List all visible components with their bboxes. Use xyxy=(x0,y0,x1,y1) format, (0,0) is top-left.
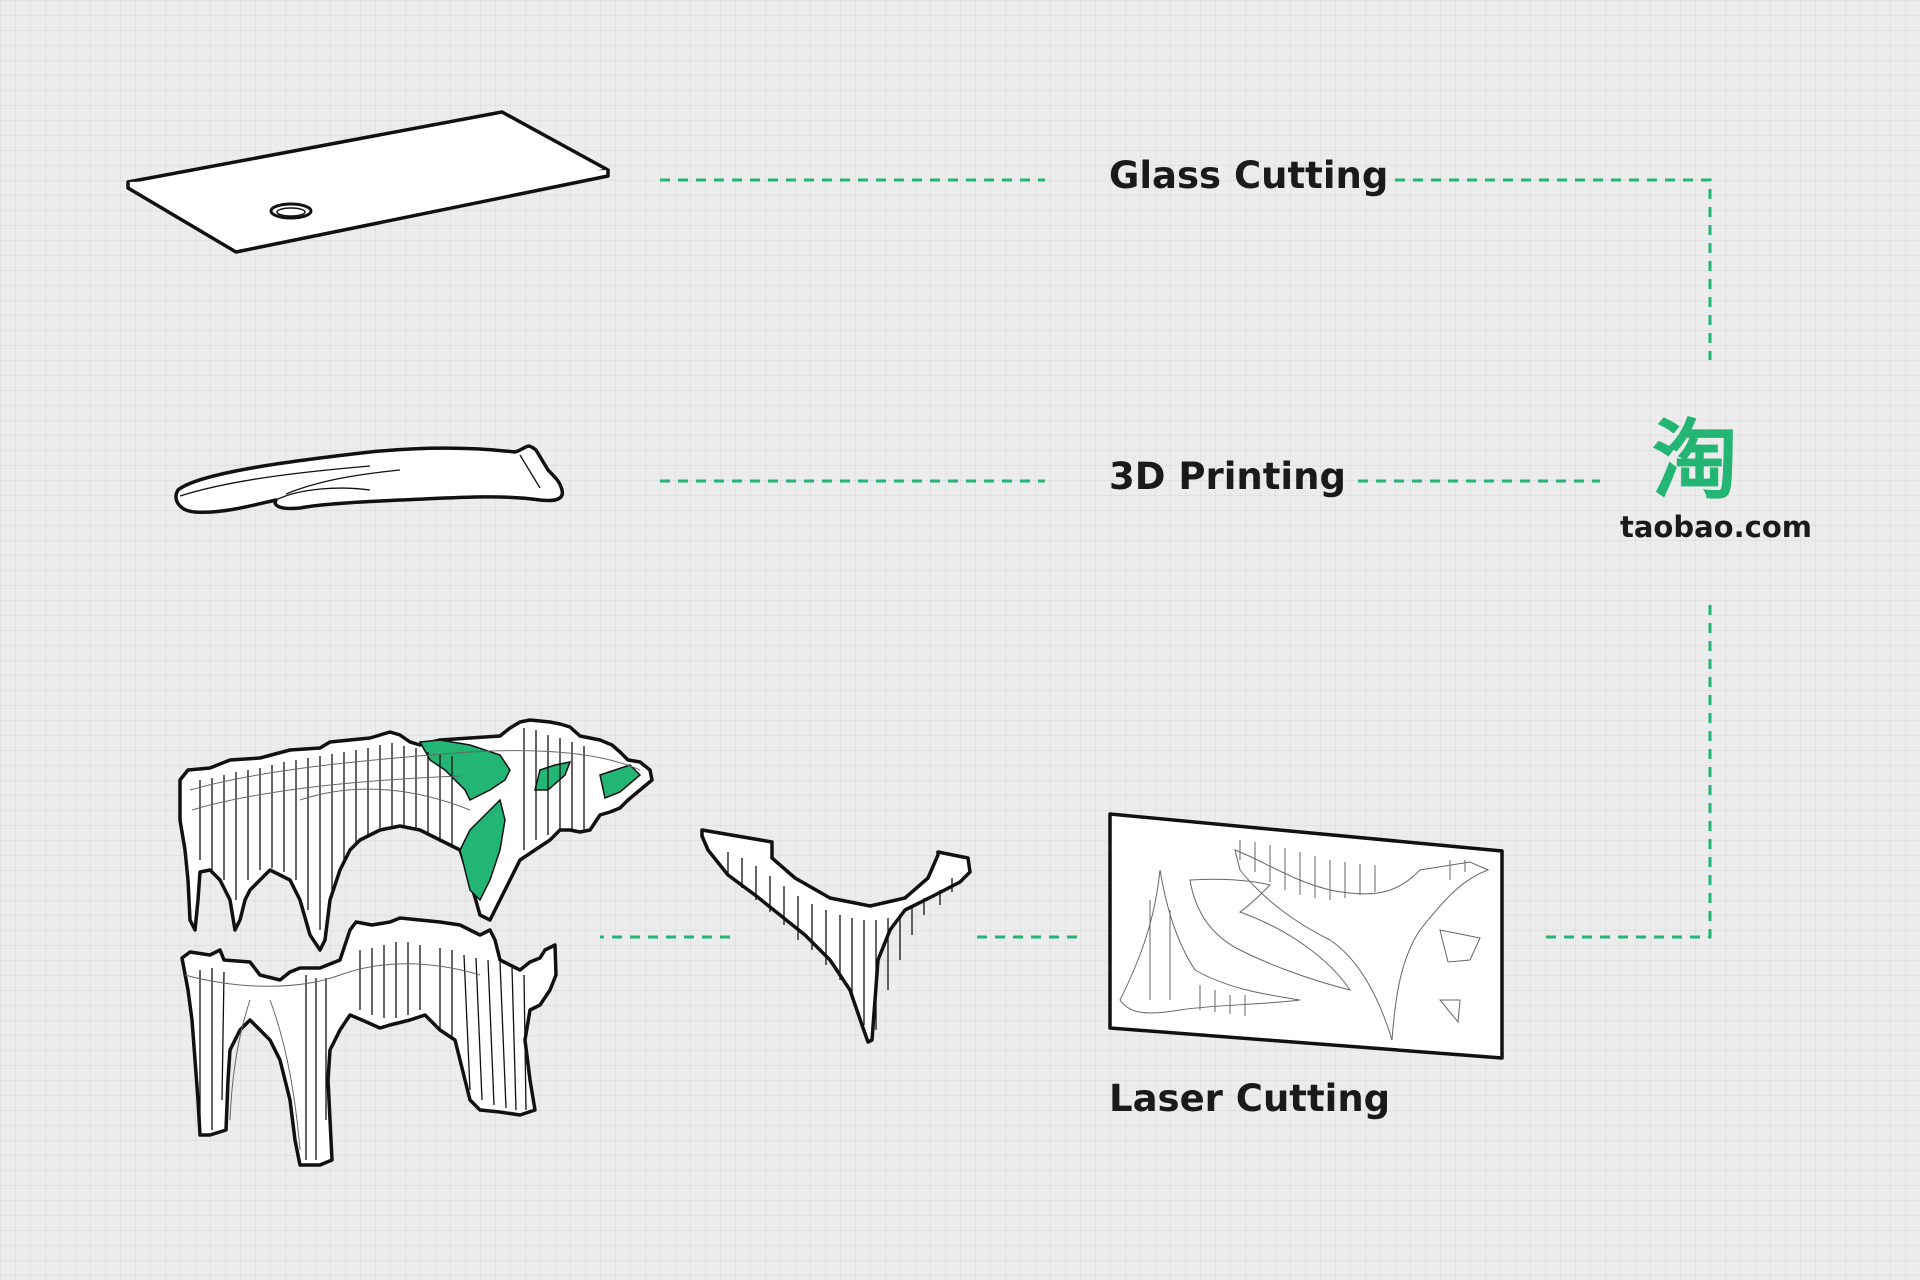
bottom-assembly-slats xyxy=(184,942,527,1160)
leg-piece-icon xyxy=(700,828,972,1044)
laser-sheet-slats xyxy=(1149,840,1466,1016)
connector-glass-to-taobao xyxy=(1395,178,1712,360)
taobao-logo: 淘 xyxy=(1652,411,1738,511)
connector-lines xyxy=(600,178,1712,939)
glass-cutting-label: Glass Cutting xyxy=(1109,154,1389,197)
3d-printing-label: 3D Printing xyxy=(1109,455,1346,498)
taobao-domain: taobao.com xyxy=(1620,510,1812,544)
table-assembly-icon xyxy=(178,718,654,952)
top-assembly-slats xyxy=(189,728,641,930)
leg-piece-slats xyxy=(727,852,953,1030)
laser-cutting-label: Laser Cutting xyxy=(1109,1077,1391,1120)
connector-taobao-to-laser xyxy=(1545,605,1712,939)
glass-tabletop-icon xyxy=(126,110,610,254)
table-assembly-bottom xyxy=(180,916,558,1167)
printed-part-icon xyxy=(174,444,565,515)
laser-sheet-icon xyxy=(1108,812,1504,1060)
